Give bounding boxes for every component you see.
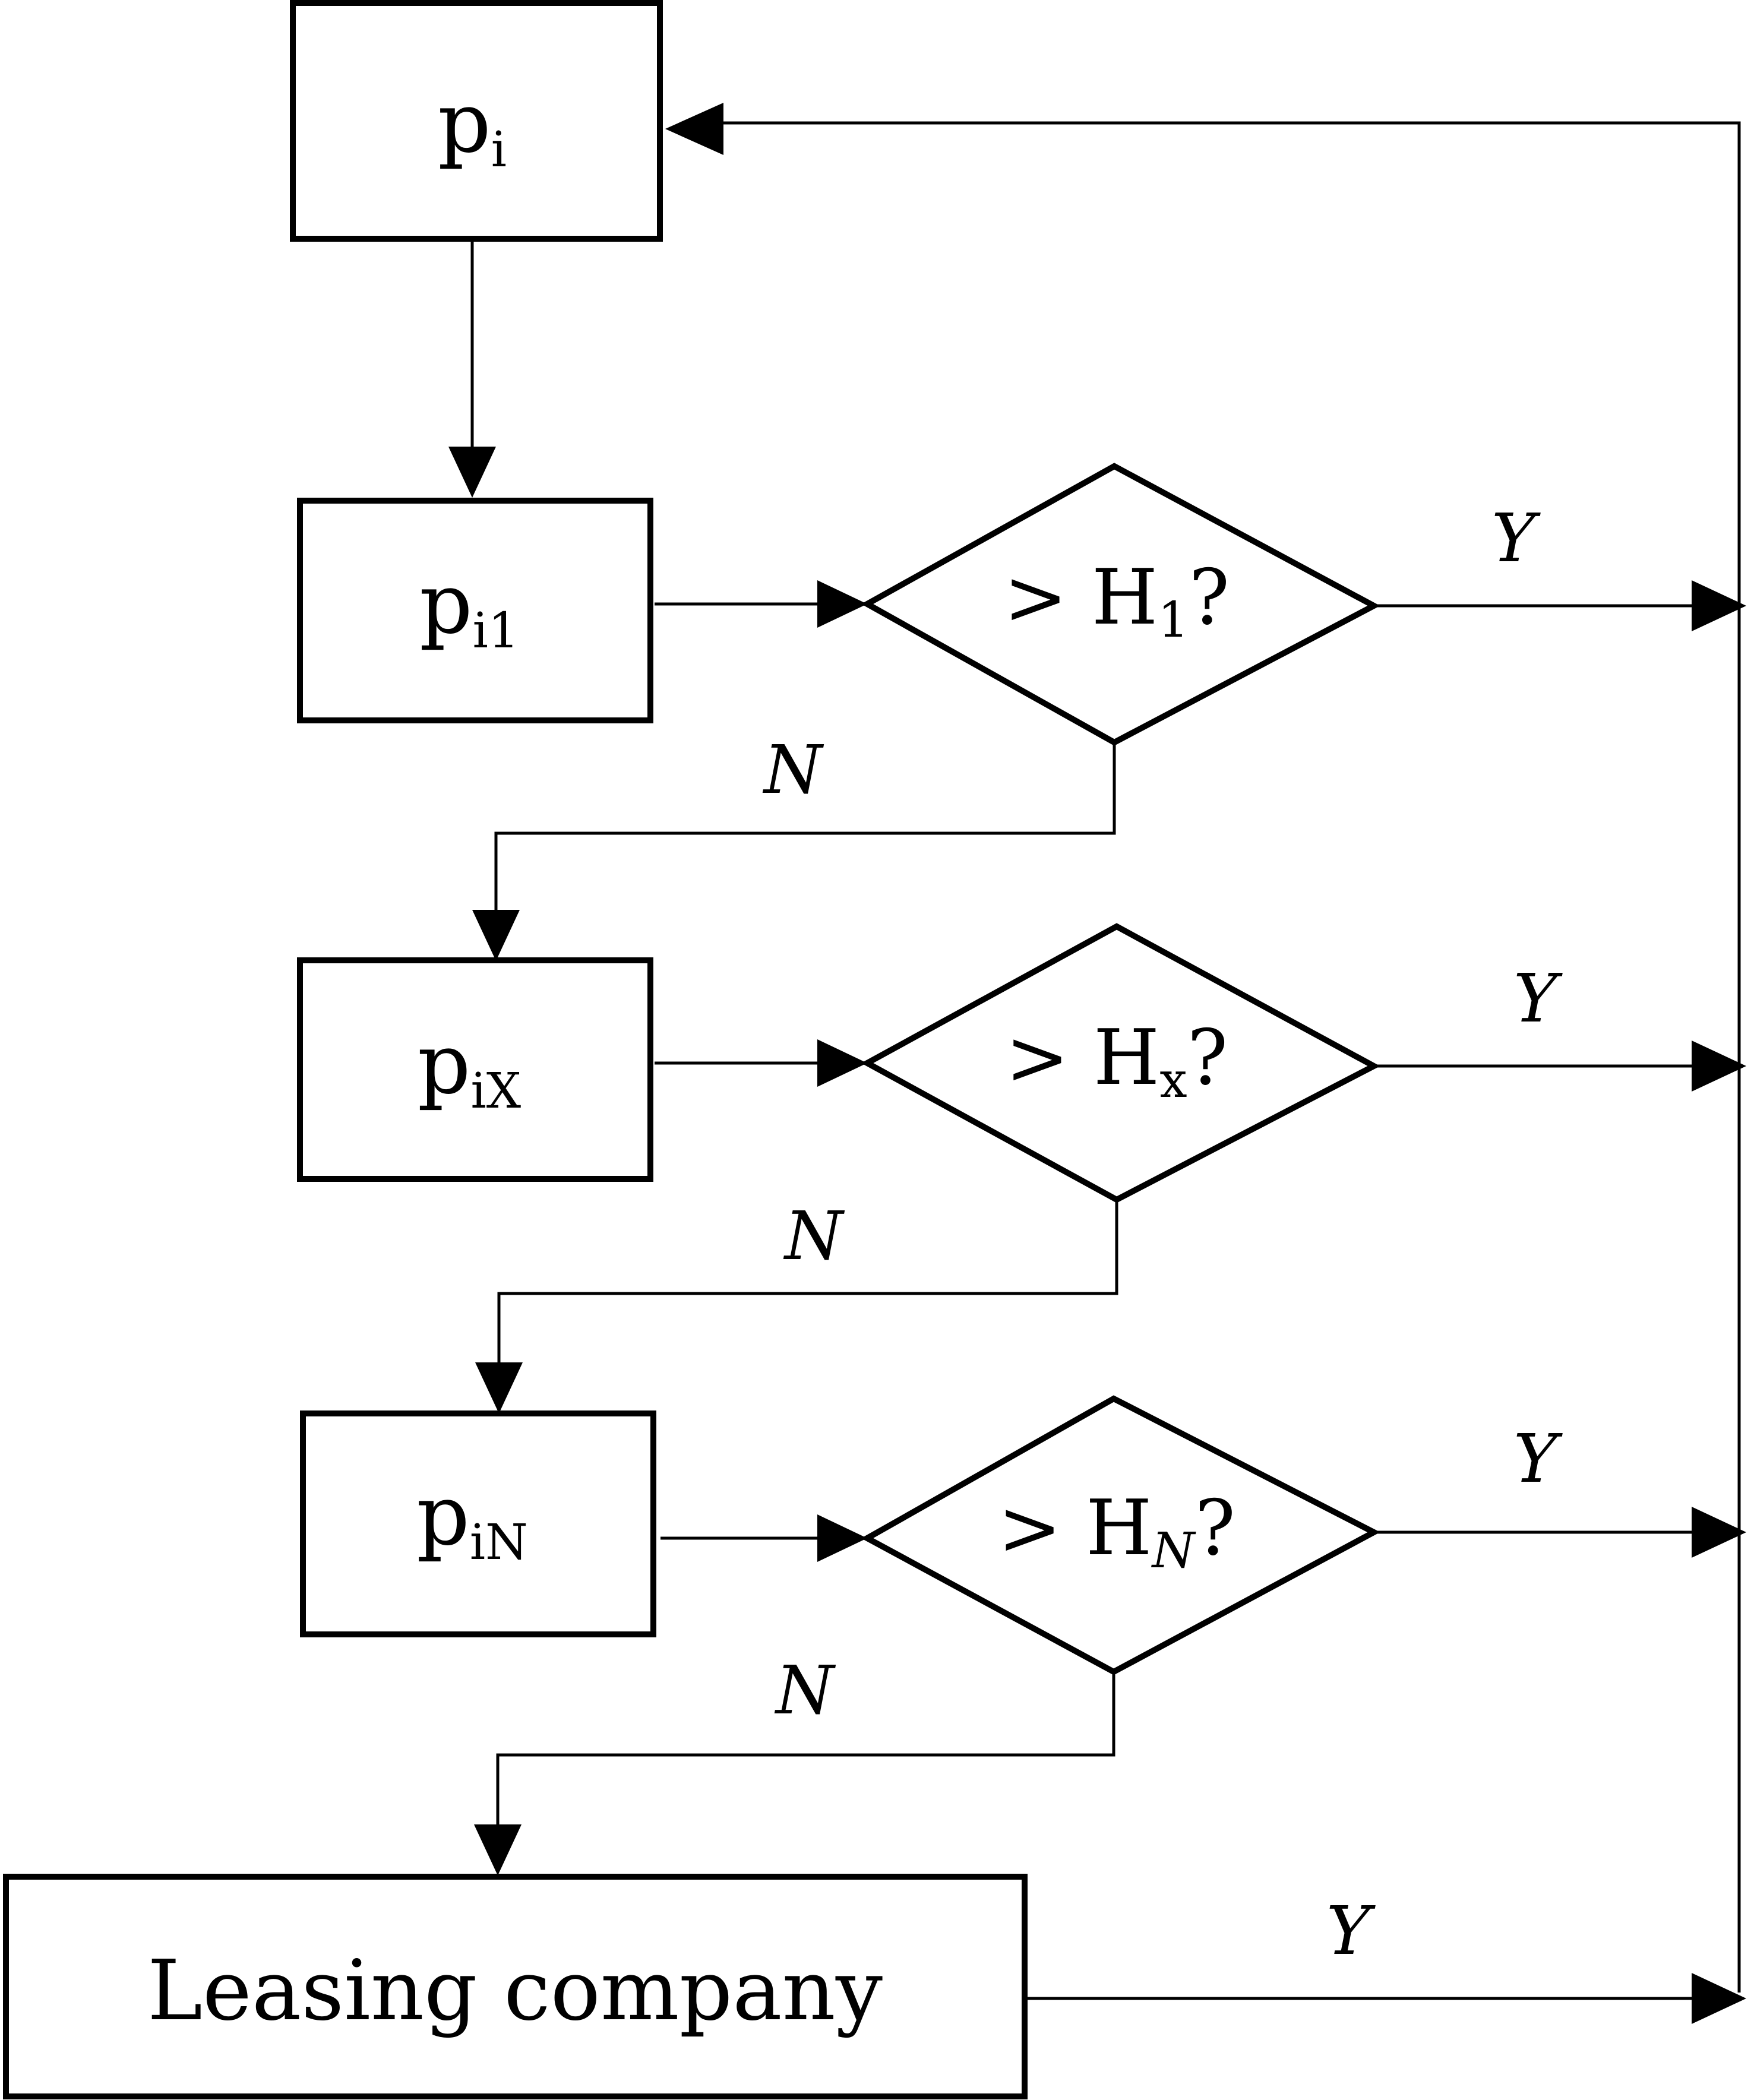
decision-hx-sub: x [1159,1052,1187,1109]
branch-labels: Y N Y N Y N Y [762,500,1563,1970]
node-leasing-company: Leasing company [3,1874,1028,2099]
decision-h1-suffix: ? [1189,554,1230,642]
decision-hx-suffix: ? [1187,1014,1228,1102]
hx-yes-label: Y [1513,960,1563,1038]
feedback-bus-line [701,121,1741,1993]
decision-h1-sub: 1 [1158,592,1189,649]
decision-hx-prefix: > H [1006,1014,1160,1102]
feedback-arrowhead [665,103,723,155]
node-leasing-company-label: Leasing company [147,1943,883,2039]
connectors [470,121,1741,2000]
h1-yes-arrowhead [1692,580,1746,631]
h1-no-line [494,742,1116,919]
p-i1-entry-arrowhead [448,447,496,498]
decision-hx: > Hx? [861,923,1380,1203]
leasing-yes-label: Y [1326,1893,1376,1970]
node-p-in-sub: iN [470,1514,528,1571]
h1-entry-arrowhead [817,580,867,628]
h1-no-label: N [762,732,824,809]
node-p-in: piN [300,1410,656,1637]
hn-no-label: N [774,1652,836,1729]
hx-yes-arrowhead [1692,1040,1746,1092]
decision-hn: > HN? [861,1395,1380,1675]
hn-yes-arrowhead [1692,1507,1746,1558]
p-ix-entry-arrowhead [472,910,520,961]
hn-no-line [496,1672,1115,1828]
svg-text:> H1?: > H1? [1004,554,1230,649]
arrowheads [448,103,1746,2024]
h1-yes-label: Y [1491,500,1541,577]
hn-yes-label: Y [1513,1421,1563,1498]
node-p-ix-sub: iX [471,1063,522,1119]
decision-h1-prefix: > H [1004,554,1158,642]
hx-no-line [497,1200,1118,1376]
svg-text:> Hx?: > Hx? [1006,1014,1228,1109]
hx-no-label: N [783,1198,845,1275]
hn-entry-arrowhead [817,1514,867,1562]
decision-hn-prefix: > H [998,1484,1152,1573]
svg-text:piX: piX [418,1016,521,1119]
svg-text:piN: piN [416,1468,528,1571]
node-p-in-base: p [416,1468,470,1564]
node-p-ix-base: p [418,1016,471,1113]
decision-hn-suffix: ? [1194,1484,1235,1573]
decision-h1: > H1? [861,463,1380,746]
svg-text:> HN?: > HN? [998,1484,1235,1579]
node-p-i-base: p [438,75,491,172]
node-p-ix: piX [297,957,653,1182]
node-p-i1: pi1 [297,498,653,723]
node-p-i1-base: p [419,556,473,653]
svg-text:pi: pi [438,75,507,178]
node-p-i1-sub: i1 [473,603,519,659]
leasing-yes-arrowhead [1692,1973,1746,2024]
decision-hn-sub: N [1151,1523,1197,1579]
leasing-entry-arrowhead [474,1824,522,1876]
node-p-i: pi [290,0,663,242]
hx-entry-arrowhead [817,1039,867,1087]
node-p-i-sub: i [491,122,507,178]
svg-text:pi1: pi1 [419,556,519,659]
p-in-entry-arrowhead [475,1362,523,1413]
